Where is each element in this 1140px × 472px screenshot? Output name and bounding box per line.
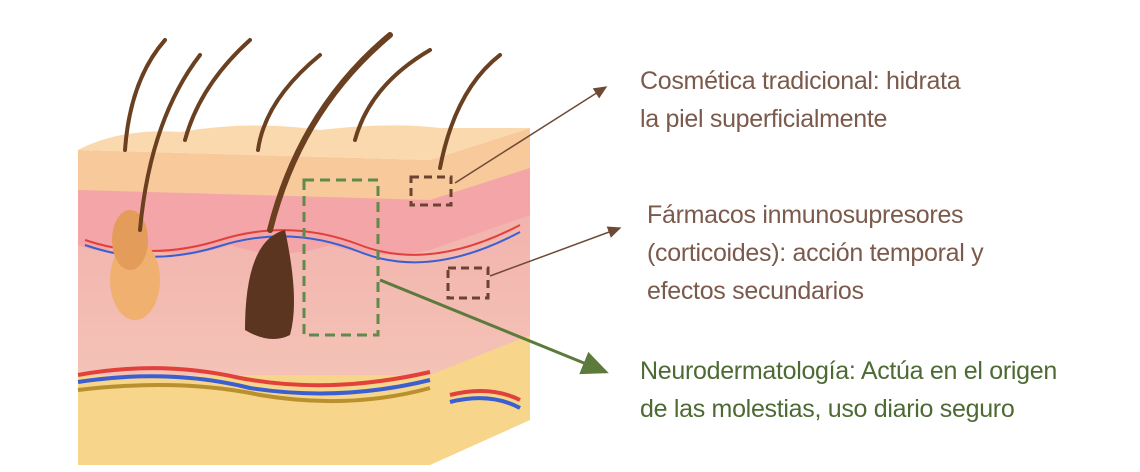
label-line: la piel superficialmente <box>640 105 888 133</box>
label-line: efectos secundarios <box>647 277 864 305</box>
label-line: Fármacos inmunosupresores <box>647 201 964 229</box>
label-line: Cosmética tradicional: hidrata <box>640 67 961 95</box>
hair-follicle <box>245 230 294 339</box>
label-line: Neurodermatología: Actúa en el origen <box>640 357 1057 385</box>
fat-layer <box>78 330 530 465</box>
arrow-neurodermatologia <box>379 278 609 375</box>
label-line: de las molestias, uso diario seguro <box>640 395 1015 423</box>
blood-vessel-blue <box>77 374 431 396</box>
nerve <box>77 383 431 404</box>
focus-box-nerve <box>302 178 380 337</box>
arrow-cosmetica <box>454 86 608 184</box>
epidermis-layer <box>78 160 530 255</box>
label-cosmetica: Cosmética tradicional: hidrata la piel s… <box>640 62 961 138</box>
focus-box-surface <box>409 175 453 207</box>
label-line: (corticoides): acción temporal y <box>647 239 984 267</box>
hairs <box>123 32 502 233</box>
stratum-corneum <box>78 128 530 200</box>
focus-box-dermis <box>446 266 490 300</box>
label-neurodermatologia: Neurodermatología: Actúa en el origen de… <box>640 352 1057 428</box>
blood-vessel-red <box>77 366 431 388</box>
label-farmacos: Fármacos inmunosupresores (corticoides):… <box>647 196 984 310</box>
arrow-farmacos <box>489 226 622 277</box>
